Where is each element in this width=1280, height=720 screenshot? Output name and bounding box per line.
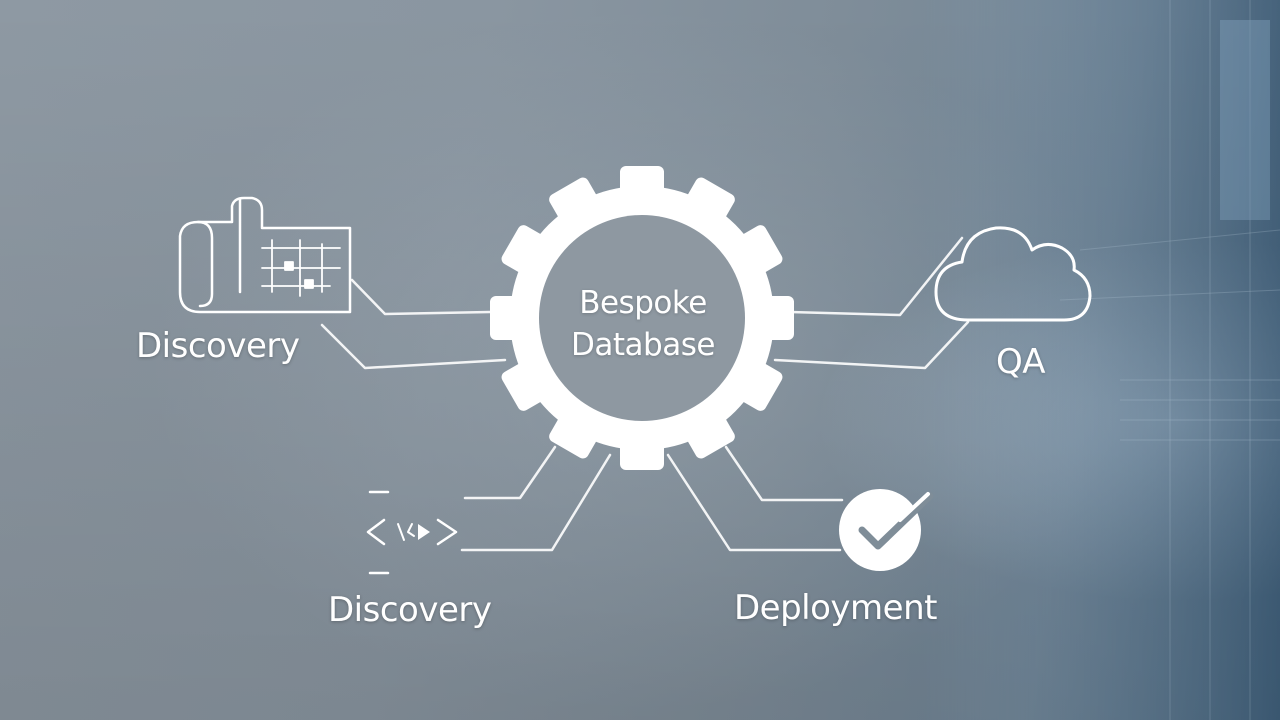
- connector-bottom-left-lower: [460, 453, 612, 552]
- cloud-icon: [934, 226, 1092, 322]
- connector-bottom-right-upper: [724, 445, 844, 502]
- center-title-line2: Database: [571, 327, 715, 363]
- connector-bottom-left-upper: [463, 445, 557, 500]
- center-title-line1: Bespoke: [579, 285, 707, 321]
- connector-bottom-right-lower: [666, 453, 842, 552]
- center-title: Bespoke Database: [538, 282, 748, 366]
- checkmark-icon: [839, 489, 934, 571]
- node-label-bottom-right: Deployment: [734, 588, 937, 628]
- server-rack-background: [920, 0, 1280, 720]
- connector-top-right-upper: [788, 236, 964, 317]
- connector-top-right-lower: [773, 320, 970, 370]
- connector-top-left-lower: [320, 323, 507, 370]
- code-icon: [366, 490, 458, 575]
- node-label-top-left: Discovery: [136, 326, 300, 366]
- blueprint-icon: [178, 196, 352, 314]
- node-label-top-right: QA: [996, 342, 1046, 382]
- connector-top-left-upper: [350, 278, 492, 316]
- node-label-bottom-left: Discovery: [328, 590, 492, 630]
- gear-icon: [490, 166, 794, 470]
